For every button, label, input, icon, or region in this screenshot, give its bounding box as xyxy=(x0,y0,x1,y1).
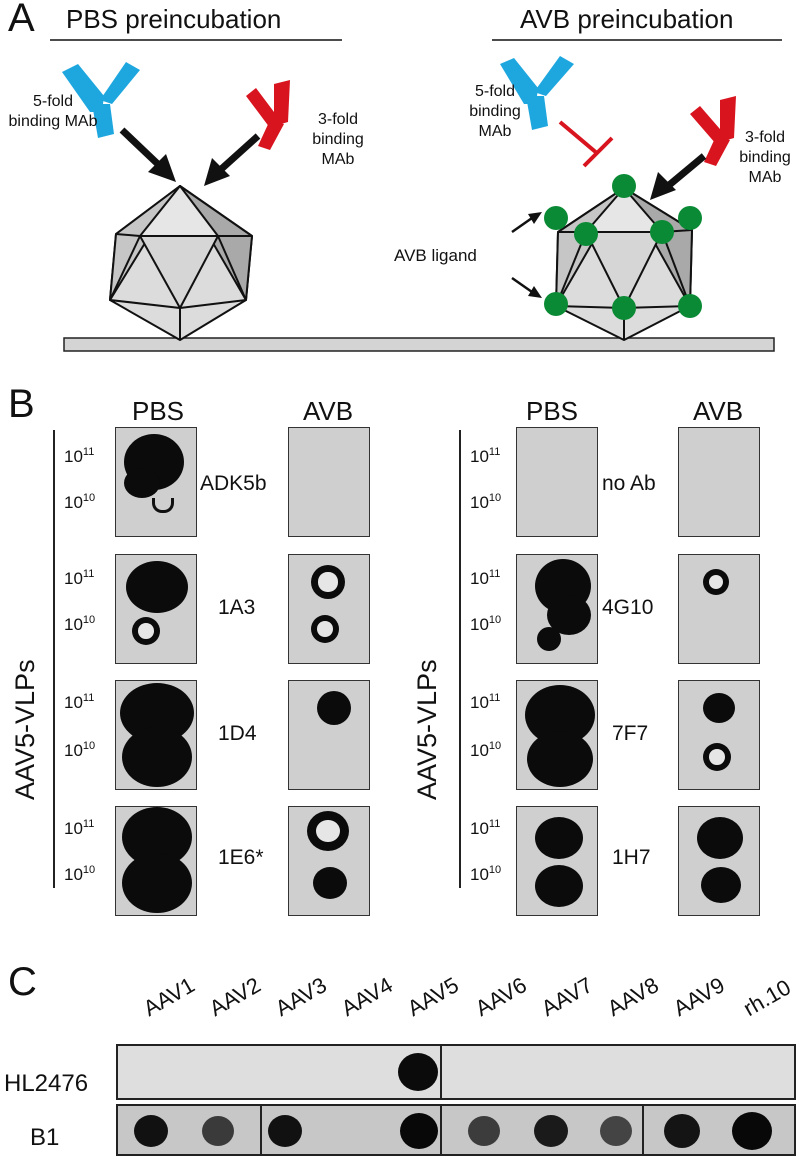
blot-noab-avb xyxy=(678,427,760,537)
mab-label-1h7: 1H7 xyxy=(612,846,651,869)
blot-1d4-pbs xyxy=(115,680,197,790)
dot-b1-aav1 xyxy=(134,1115,168,1147)
right-three-fold-label: 3-fold binding MAb xyxy=(739,129,791,186)
right-axis-line xyxy=(459,430,461,888)
surface-bar xyxy=(63,337,775,352)
exp-label-10: 1010 xyxy=(470,864,502,884)
dot-b1-aav3 xyxy=(268,1115,302,1147)
blot-1d4-avb xyxy=(288,680,370,790)
serotype-aav3: AAV3 xyxy=(271,972,331,1022)
blot-1a3-avb xyxy=(288,554,370,664)
exp-label-11: 1011 xyxy=(470,446,501,466)
blot-4g10-avb xyxy=(678,554,760,664)
serotype-aav6: AAV6 xyxy=(471,972,531,1022)
panel-a-schematic xyxy=(50,39,782,352)
exp-label-10: 1010 xyxy=(470,614,502,634)
serotype-aav8: AAV8 xyxy=(603,972,663,1022)
blot-noab-pbs xyxy=(516,427,598,537)
blot-adk5b-pbs xyxy=(115,427,197,537)
panel-a-letter: A xyxy=(8,0,35,40)
mab-label-adk5b: ADK5b xyxy=(200,472,267,495)
exp-label-11: 1011 xyxy=(64,692,95,712)
exp-label-10: 1010 xyxy=(470,740,502,760)
mab-label-1a3: 1A3 xyxy=(218,596,256,619)
left-capsid xyxy=(109,185,253,341)
serotype-aav1: AAV1 xyxy=(139,972,199,1022)
dot-b1-aav5 xyxy=(400,1113,438,1149)
dot-b1-rh10 xyxy=(732,1112,772,1150)
mab-label-7f7: 7F7 xyxy=(612,722,649,745)
exp-label-10: 1010 xyxy=(470,492,502,512)
strip-divider xyxy=(440,1106,442,1154)
dot-b1-aav6 xyxy=(468,1116,500,1146)
serotype-aav4: AAV4 xyxy=(337,972,397,1022)
left-three-fold-label: 3-fold binding MAb xyxy=(312,111,364,168)
blot-1h7-pbs xyxy=(516,806,598,916)
avb-preincubation-title: AVB preincubation xyxy=(520,4,734,34)
exp-label-10: 1010 xyxy=(64,614,96,634)
right-col-pbs: PBS xyxy=(525,396,579,426)
right-arrow-three-fold xyxy=(650,153,707,200)
strip-divider xyxy=(440,1046,442,1098)
mab-label-1e6: 1E6* xyxy=(218,846,264,869)
exp-label-11: 1011 xyxy=(470,568,501,588)
left-three-fold-antibody xyxy=(246,80,290,150)
right-five-fold-label: 5-fold binding MAb xyxy=(469,83,521,140)
left-arrow-three-fold xyxy=(204,133,261,186)
strip-divider xyxy=(642,1106,644,1154)
right-three-fold-antibody xyxy=(690,96,736,166)
blot-1e6-avb xyxy=(288,806,370,916)
right-ylabel: AAV5-VLPs xyxy=(412,659,442,800)
left-arrow-five-fold xyxy=(119,127,176,182)
serotype-aav9: AAV9 xyxy=(669,972,729,1022)
blot-1e6-pbs xyxy=(115,806,197,916)
right-col-avb: AVB xyxy=(692,396,744,426)
ligand-pointer-arrows xyxy=(511,212,542,298)
avb-ligand-dots xyxy=(544,174,702,320)
pbs-preincubation-title: PBS preincubation xyxy=(66,4,282,34)
dot-hl2476-aav5 xyxy=(398,1053,438,1091)
blot-1a3-pbs xyxy=(115,554,197,664)
dot-b1-aav7 xyxy=(534,1115,568,1147)
exp-label-10: 1010 xyxy=(64,492,96,512)
exp-label-11: 1011 xyxy=(64,446,95,466)
strip-divider xyxy=(260,1106,262,1154)
left-five-fold-label: 5-fold binding MAb xyxy=(8,93,98,130)
panel-c-letter: C xyxy=(8,960,37,1004)
serotype-aav2: AAV2 xyxy=(205,972,265,1022)
exp-label-10: 1010 xyxy=(64,864,96,884)
blot-7f7-avb xyxy=(678,680,760,790)
mab-label-1d4: 1D4 xyxy=(218,722,257,745)
right-five-fold-antibody xyxy=(500,56,574,130)
panel-b-letter: B xyxy=(8,382,35,426)
row-label-b1: B1 xyxy=(30,1124,60,1151)
serotype-rh10: rh.10 xyxy=(739,974,795,1022)
blot-adk5b-avb xyxy=(288,427,370,537)
left-col-avb: AVB xyxy=(302,396,354,426)
mab-label-4g10: 4G10 xyxy=(602,596,654,619)
strip-hl2476 xyxy=(116,1044,796,1100)
blot-7f7-pbs xyxy=(516,680,598,790)
serotype-aav7: AAV7 xyxy=(537,972,597,1022)
dot-b1-aav9 xyxy=(664,1114,700,1148)
strip-b1 xyxy=(116,1104,796,1156)
blot-1h7-avb xyxy=(678,806,760,916)
left-axis-line xyxy=(53,430,55,888)
exp-label-11: 1011 xyxy=(470,818,501,838)
row-label-hl2476: HL2476 xyxy=(4,1070,89,1097)
dot-b1-aav2 xyxy=(202,1116,234,1146)
exp-label-11: 1011 xyxy=(470,692,501,712)
left-ylabel: AAV5-VLPs xyxy=(10,659,40,800)
avb-ligand-label: AVB ligand xyxy=(394,246,477,265)
exp-label-11: 1011 xyxy=(64,818,95,838)
blot-4g10-pbs xyxy=(516,554,598,664)
inhibition-mark xyxy=(558,120,614,168)
mab-label-noab: no Ab xyxy=(602,472,656,495)
left-five-fold-antibody xyxy=(62,62,140,138)
left-col-pbs: PBS xyxy=(131,396,185,426)
dot-b1-aav8 xyxy=(600,1116,632,1146)
exp-label-10: 1010 xyxy=(64,740,96,760)
serotype-aav5: AAV5 xyxy=(403,972,463,1022)
exp-label-11: 1011 xyxy=(64,568,95,588)
